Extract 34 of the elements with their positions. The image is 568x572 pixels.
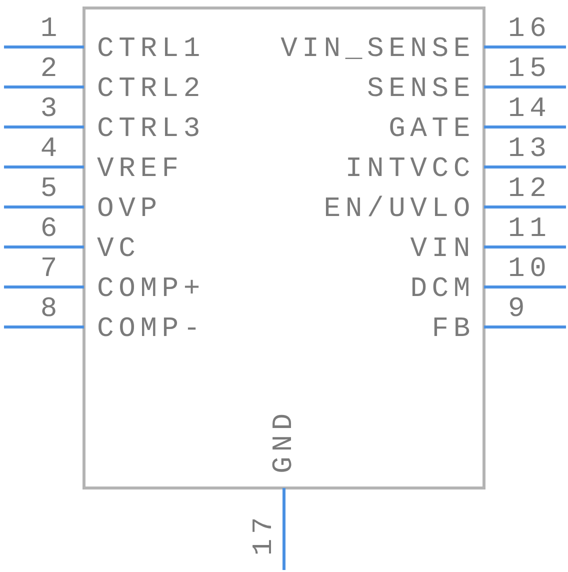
pin-name: CTRL2 bbox=[97, 76, 206, 104]
pin-number: 16 bbox=[508, 16, 552, 44]
pin-name: COMP- bbox=[97, 316, 206, 344]
pin-number: 2 bbox=[40, 56, 62, 84]
pin-number: 4 bbox=[40, 136, 62, 164]
pin-name: VIN_SENSE bbox=[280, 36, 475, 64]
pin-number: 7 bbox=[40, 256, 62, 284]
pin-number: 9 bbox=[508, 296, 530, 324]
pin-number: 11 bbox=[508, 216, 552, 244]
pin-name: VREF bbox=[97, 156, 184, 184]
pin-number: 15 bbox=[508, 56, 552, 84]
pin-number: 17 bbox=[251, 512, 279, 556]
pin-name: GND bbox=[271, 408, 299, 474]
pin-number: 5 bbox=[40, 176, 62, 204]
pin-name: CTRL3 bbox=[97, 116, 206, 144]
pin-name: INTVCC bbox=[345, 156, 475, 184]
pin-number: 3 bbox=[40, 96, 62, 124]
pin-name: DCM bbox=[410, 276, 475, 304]
pin-number: 6 bbox=[40, 216, 62, 244]
pin-number: 10 bbox=[508, 256, 552, 284]
pin-name: COMP+ bbox=[97, 276, 206, 304]
pin-name: SENSE bbox=[366, 76, 475, 104]
pin-name: FB bbox=[432, 316, 475, 344]
pin-name: VC bbox=[97, 236, 140, 264]
pin-name: GATE bbox=[388, 116, 475, 144]
pin-number: 12 bbox=[508, 176, 552, 204]
pin-number: 14 bbox=[508, 96, 552, 124]
pin-number: 8 bbox=[40, 296, 62, 324]
pin-name: EN/UVLO bbox=[324, 196, 475, 224]
pin-number: 1 bbox=[40, 16, 62, 44]
pin-name: OVP bbox=[97, 196, 162, 224]
pin-name: CTRL1 bbox=[97, 36, 206, 64]
pin-number: 13 bbox=[508, 136, 552, 164]
pin-name: VIN bbox=[410, 236, 475, 264]
